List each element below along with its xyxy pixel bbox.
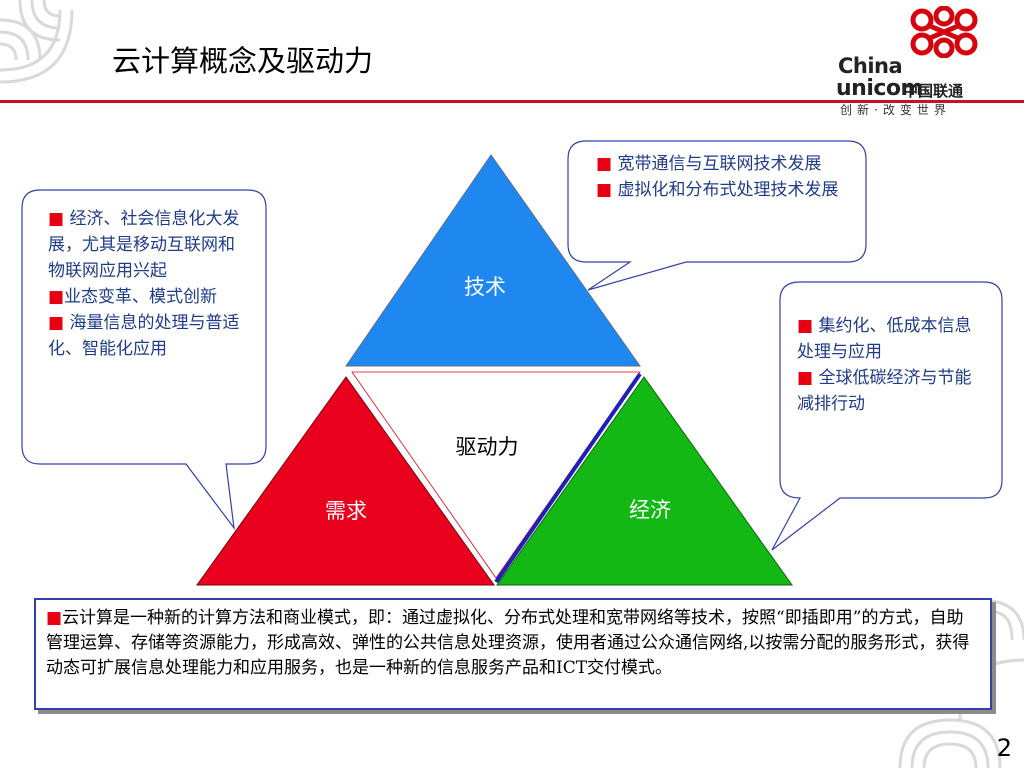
right-triangle-economy bbox=[496, 376, 793, 586]
left-callout-text: ■ 经济、社会信息化大发展，尤其是移动互联网和物联网应用兴起 ■业态变革、模式创… bbox=[48, 206, 244, 362]
china-unicom-knot-icon bbox=[910, 6, 978, 58]
bullet-square-icon: ■ bbox=[797, 368, 814, 388]
center-triangle-edge-right bbox=[494, 372, 642, 584]
left-callout-item: ■ 经济、社会信息化大发展，尤其是移动互联网和物联网应用兴起 bbox=[48, 209, 240, 281]
right-callout-bubble bbox=[771, 281, 1003, 551]
left-callout-item: ■ 海量信息的处理与普适化、智能化应用 bbox=[48, 313, 240, 359]
logo-text-unicom: unicom bbox=[836, 76, 923, 101]
top-callout-item: ■ 虚拟化和分布式处理技术发展 bbox=[596, 180, 839, 200]
slide-title: 云计算概念及驱动力 bbox=[112, 44, 374, 78]
left-callout-item: ■业态变革、模式创新 bbox=[48, 287, 218, 307]
bullet-square-icon: ■ bbox=[48, 209, 65, 229]
definition-text: ■云计算是一种新的计算方法和商业模式，即：通过虚拟化、分布式处理和宽带网络等技术… bbox=[46, 608, 970, 678]
right-callout-item: ■ 全球低碳经济与节能减排行动 bbox=[797, 368, 972, 414]
bullet-square-icon: ■ bbox=[797, 316, 814, 336]
top-callout-bubble bbox=[567, 140, 867, 291]
top-triangle-technology bbox=[345, 154, 641, 367]
header-divider bbox=[0, 100, 1024, 103]
right-callout-item: ■ 集约化、低成本信息处理与应用 bbox=[797, 316, 972, 362]
logo-slogan: 创新·改变世界 bbox=[840, 103, 951, 117]
center-label: 驱动力 bbox=[456, 435, 519, 459]
top-triangle-label: 技术 bbox=[464, 275, 506, 299]
logo-text-china: China bbox=[838, 54, 903, 78]
right-triangle-label: 经济 bbox=[629, 498, 671, 522]
corner-pattern-top-left bbox=[0, 0, 74, 84]
right-callout-text: ■ 集约化、低成本信息处理与应用 ■ 全球低碳经济与节能减排行动 bbox=[797, 313, 983, 417]
page-number: 2 bbox=[996, 734, 1012, 762]
definition-box: ■云计算是一种新的计算方法和商业模式，即：通过虚拟化、分布式处理和宽带网络等技术… bbox=[34, 598, 992, 710]
left-triangle-label: 需求 bbox=[325, 499, 367, 523]
logo-text-chinese: 中国联通 bbox=[903, 82, 964, 100]
bullet-square-icon: ■ bbox=[46, 608, 63, 628]
left-callout-bubble bbox=[21, 189, 267, 531]
bullet-square-icon: ■ bbox=[48, 313, 65, 333]
left-triangle-demand bbox=[196, 376, 495, 586]
bullet-square-icon: ■ bbox=[596, 154, 613, 174]
top-callout-text: ■ 宽带通信与互联网技术发展 ■ 虚拟化和分布式处理技术发展 bbox=[596, 151, 842, 203]
bullet-square-icon: ■ bbox=[48, 287, 65, 307]
top-callout-item: ■ 宽带通信与互联网技术发展 bbox=[596, 154, 822, 174]
bullet-square-icon: ■ bbox=[596, 180, 613, 200]
